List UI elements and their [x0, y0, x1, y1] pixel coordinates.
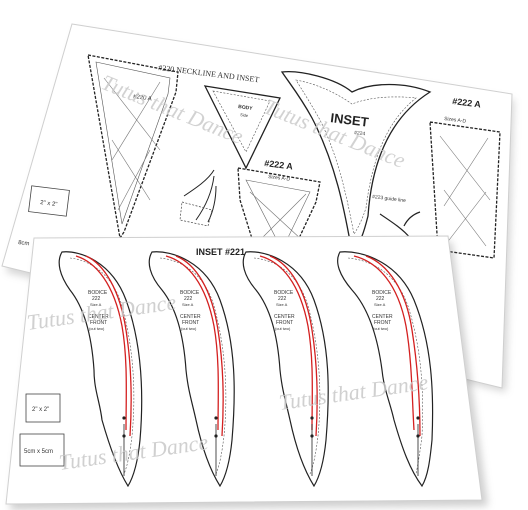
bodice-1-front: FRONT — [90, 320, 107, 326]
bodice-3-front: FRONT — [276, 320, 293, 326]
bodice-2-center: CENTER — [180, 314, 201, 320]
bodice-1-label: BODICE — [88, 290, 108, 296]
back-edge-label: 8cm — [18, 240, 30, 247]
bodice-4-size: Size A — [374, 302, 386, 307]
front-sheet-title: INSET #221 — [196, 247, 245, 257]
piece-body-sublabel: Side — [240, 112, 249, 118]
front-test-square-inch-label: 2" x 2" — [32, 407, 49, 413]
back-test-square-label: 2" x 2" — [40, 200, 58, 208]
piece-220a-label: #220 A — [133, 94, 152, 103]
piece-222a-right-sublabel: Sizes A-D — [444, 116, 467, 125]
piece-body-label: BODY — [238, 104, 254, 112]
bodice-1-number: 222 — [92, 296, 101, 302]
bodice-4-number: 222 — [376, 296, 385, 302]
bodice-3-number: 222 — [278, 296, 287, 302]
bodice-1-center: CENTER — [88, 314, 109, 320]
piece-222a-center-sublabel: Sizes A-D — [268, 174, 291, 183]
back-test-square: 2" x 2" — [28, 185, 70, 217]
bodice-panel-1: BODICE 222 Size A CENTER FRONT (cut two) — [58, 251, 143, 488]
piece-222a-center: #222 A Sizes A-D — [237, 158, 321, 267]
bodice-3-center: CENTER — [274, 314, 295, 320]
piece-220a: #220 A — [87, 54, 179, 240]
front-test-square-cm-label: 5cm x 5cm — [24, 449, 53, 455]
bodice-3-cut: (cut two) — [275, 326, 291, 331]
guide-line-label: #223 guide line — [372, 194, 407, 204]
front-pattern-sheet: INSET #221 BODICE 222 Size A CENTER FRON… — [5, 235, 488, 510]
inset-number: #224 — [354, 130, 366, 137]
bodice-2-cut: (cut two) — [181, 326, 197, 331]
bodice-1-size: Size A — [90, 302, 102, 307]
piece-222a-right-label: #222 A — [452, 96, 482, 109]
swoosh-marks — [179, 169, 217, 227]
inset-title: INSET — [330, 110, 370, 130]
bodice-panel-3: BODICE 222 Size A CENTER FRONT (cut two) — [242, 251, 329, 488]
piece-222a-center-label: #222 A — [264, 158, 294, 171]
bodice-3-size: Size A — [276, 302, 288, 307]
bodice-2-size: Size A — [182, 302, 194, 307]
piece-222a-right: #222 A Sizes A-D — [429, 96, 501, 259]
bodice-panel-4: BODICE 222 Size A CENTER FRONT (cut two) — [337, 251, 434, 488]
bodice-2-label: BODICE — [180, 290, 200, 296]
piece-body: BODY Side — [203, 85, 281, 170]
piece-inset: INSET #224 — [280, 71, 432, 254]
front-test-square-inch: 2" x 2" — [25, 393, 61, 423]
bodice-4-front: FRONT — [374, 320, 391, 326]
bodice-4-label: BODICE — [372, 290, 392, 296]
bodice-1-cut: (cut two) — [89, 326, 105, 331]
bodice-2-front: FRONT — [182, 320, 199, 326]
bodice-2-number: 222 — [184, 296, 193, 302]
bodice-3-label: BODICE — [274, 290, 294, 296]
bodice-panel-2: BODICE 222 Size A CENTER FRONT (cut two) — [148, 251, 235, 488]
bodice-4-center: CENTER — [372, 314, 393, 320]
bodice-4-cut: (cut two) — [373, 326, 389, 331]
front-test-square-cm: 5cm x 5cm — [19, 433, 65, 467]
